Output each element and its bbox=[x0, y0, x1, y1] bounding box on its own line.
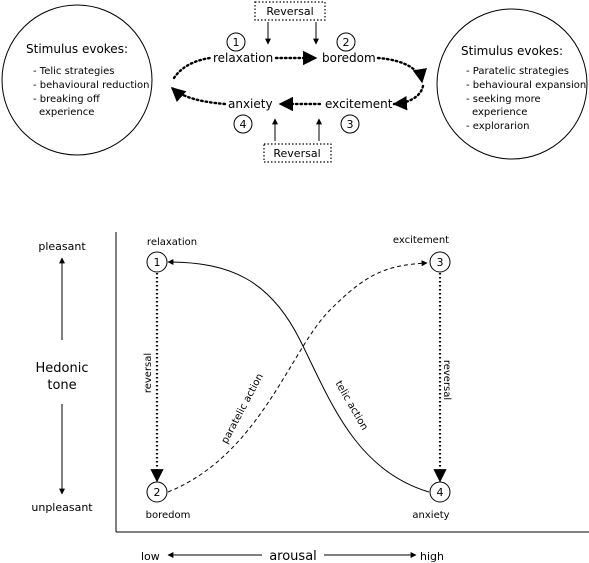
left-box-title: Stimulus evokes: bbox=[26, 42, 128, 56]
node-circle-3 bbox=[429, 251, 451, 273]
left-stimulus-circle bbox=[1, 4, 153, 156]
y-bottom-label: unpleasant bbox=[31, 501, 93, 514]
state-circle-1 bbox=[226, 32, 246, 52]
right-box-line: experience bbox=[472, 107, 527, 118]
node-circle-1 bbox=[146, 251, 168, 273]
y-top-label: pleasant bbox=[38, 240, 86, 253]
telic-action-label: telic action bbox=[333, 379, 370, 432]
right-box-line: - seeking more bbox=[466, 94, 541, 105]
node-number: 4 bbox=[437, 486, 444, 499]
reversal-left-label: reversal bbox=[143, 353, 154, 393]
corner-label-relaxation: relaxation bbox=[147, 237, 197, 248]
state-number: 1 bbox=[233, 36, 240, 49]
left-box-line: - breaking off bbox=[33, 94, 101, 105]
reversal-top-label: Reversal bbox=[266, 5, 313, 18]
telic-action-curve bbox=[167, 259, 430, 493]
reversal-right-label: reversal bbox=[441, 360, 452, 400]
state-label-anxiety: anxiety bbox=[228, 97, 273, 111]
left-box-line: - behavioural reduction bbox=[33, 80, 149, 91]
right-stimulus-circle bbox=[436, 8, 588, 160]
corner-label-boredom: boredom bbox=[146, 510, 191, 521]
state-circle-3 bbox=[340, 114, 360, 134]
paratelic-action-curve bbox=[167, 260, 428, 493]
left-box-line: - Telic strategies bbox=[33, 66, 115, 77]
state-number: 4 bbox=[240, 118, 247, 131]
cycle-arrow-boredom-right bbox=[376, 56, 427, 84]
right-box-line: - behavioural expansion bbox=[466, 80, 586, 91]
right-box-line: - explorarion bbox=[466, 121, 530, 132]
node-number: 2 bbox=[154, 486, 161, 499]
reversal-box-top bbox=[254, 1, 326, 21]
state-number: 2 bbox=[343, 36, 350, 49]
x-low-label: low bbox=[141, 550, 160, 563]
left-box-line: experience bbox=[39, 107, 94, 118]
node-number: 1 bbox=[154, 256, 161, 269]
right-box-line: - Paratelic strategies bbox=[466, 66, 569, 77]
state-label-boredom: boredom bbox=[322, 51, 376, 65]
corner-label-anxiety: anxiety bbox=[412, 510, 449, 521]
reversal-bottom-label: Reversal bbox=[273, 147, 320, 160]
right-box-title: Stimulus evokes: bbox=[461, 44, 563, 58]
node-number: 3 bbox=[437, 256, 444, 269]
x-high-label: high bbox=[420, 550, 444, 563]
state-circle-2 bbox=[336, 32, 356, 52]
paratelic-action-label: paratelic action bbox=[220, 372, 266, 446]
state-number: 3 bbox=[347, 118, 354, 131]
cycle-arrow-anxiety-left bbox=[170, 86, 227, 106]
cycle-arrow-left-relaxation bbox=[172, 56, 212, 80]
node-circle-2 bbox=[146, 481, 168, 503]
reversal-box-bottom bbox=[263, 143, 332, 163]
corner-label-excitement: excitement bbox=[393, 235, 449, 246]
state-circle-4 bbox=[233, 114, 253, 134]
y-axis-title-line2: tone bbox=[47, 378, 76, 393]
node-circle-4 bbox=[429, 481, 451, 503]
state-label-excitement: excitement bbox=[325, 97, 393, 111]
state-label-relaxation: relaxation bbox=[213, 51, 273, 65]
cycle-arrow-right-excitement bbox=[392, 84, 425, 111]
x-axis-title: arousal bbox=[269, 549, 317, 563]
y-axis-title-line1: Hedonic bbox=[36, 361, 89, 376]
